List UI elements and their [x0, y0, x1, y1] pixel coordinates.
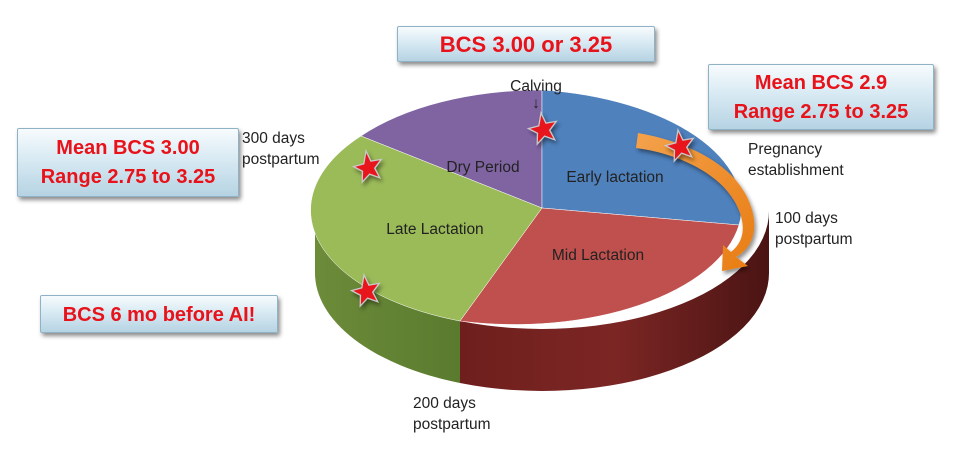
- star-icon-calving: [526, 110, 558, 146]
- label-line: establishment: [748, 162, 844, 179]
- segment-mid-lactation: [459, 207, 740, 325]
- label-line: postpartum: [775, 231, 853, 248]
- callout-bcs-at-calving: BCS 3.00 or 3.25: [397, 26, 655, 62]
- calving-text: Calving: [510, 78, 562, 95]
- callout-mean-text: Mean BCS 3.00: [56, 137, 200, 159]
- segment-label-early-lactation: Early lactation: [566, 169, 663, 186]
- label-line: Pregnancy: [748, 141, 823, 158]
- segment-label-mid-lactation: Mid Lactation: [552, 247, 644, 264]
- label-line: 100 days: [775, 210, 838, 227]
- callout-bcs-before-ai: BCS 6 mo before AI!: [40, 295, 278, 333]
- pie-top: [310, 89, 742, 325]
- star-icon-300-days: [351, 148, 383, 184]
- label-line: postpartum: [242, 151, 320, 168]
- down-arrow-icon: ↓: [532, 95, 540, 112]
- segment-label-late-lactation: Late Lactation: [386, 221, 483, 238]
- callout-range-text: Range 2.75 to 3.25: [733, 101, 909, 123]
- star-icon-late-lactation: [349, 272, 381, 308]
- label-200-days-postpartum: 200 days postpartum: [413, 393, 491, 435]
- label-line: 300 days: [242, 130, 305, 147]
- segment-late-lactation: [310, 135, 543, 322]
- label-line: postpartum: [413, 416, 491, 433]
- label-300-days-postpartum: 300 days postpartum: [242, 128, 320, 170]
- star-icon-pregnancy: [663, 127, 695, 163]
- callout-text: BCS 6 mo before AI!: [62, 304, 256, 326]
- label-calving: Calving ↓: [505, 76, 567, 111]
- label-line: 200 days: [413, 395, 476, 412]
- pie-side: [314, 208, 770, 391]
- callout-mean-text: Mean BCS 2.9: [754, 72, 888, 94]
- callout-bcs-dry-off: Mean BCS 3.00 Range 2.75 to 3.25: [17, 128, 239, 197]
- callout-bcs-pregnancy: Mean BCS 2.9 Range 2.75 to 3.25: [708, 64, 934, 130]
- segment-label-dry-period: Dry Period: [446, 159, 519, 176]
- label-pregnancy-establishment: Pregnancy establishment: [748, 139, 844, 181]
- callout-text: BCS 3.00 or 3.25: [439, 32, 613, 57]
- pregnancy-arrow-icon: [636, 133, 755, 271]
- segment-dry-period: [360, 89, 543, 209]
- label-100-days-postpartum: 100 days postpartum: [775, 208, 853, 250]
- callout-range-text: Range 2.75 to 3.25: [40, 166, 216, 188]
